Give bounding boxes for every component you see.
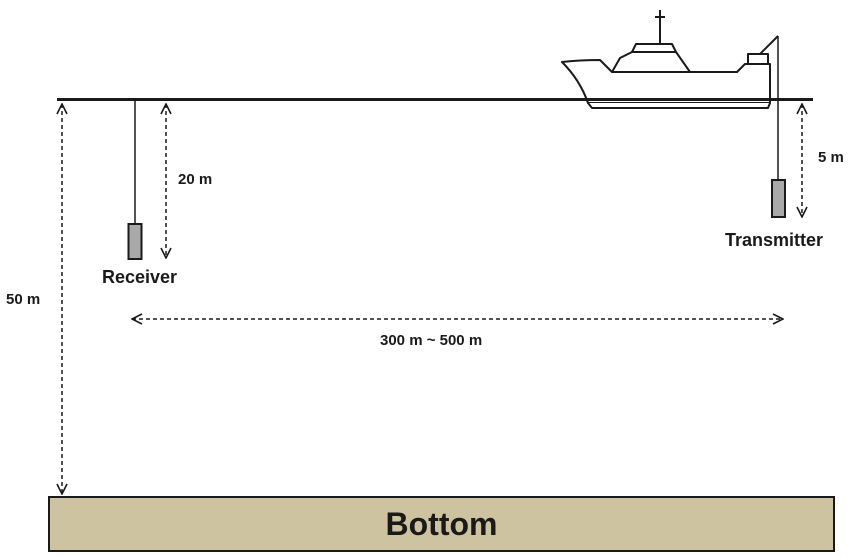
seabed-block: Bottom [48,496,835,552]
bottom-label: Bottom [385,505,498,542]
transmitter-label: Transmitter [725,230,824,250]
ship-icon [561,10,779,109]
water-depth-label: 50 m [6,291,41,308]
transmitter-depth-label: 5 m [818,149,844,166]
receiver-device [127,223,143,260]
transmitter-device [771,179,786,218]
receiver-label: Receiver [102,267,178,287]
receiver-depth-label: 20 m [178,171,213,188]
range-label: 300 m ~ 500 m [380,332,483,349]
